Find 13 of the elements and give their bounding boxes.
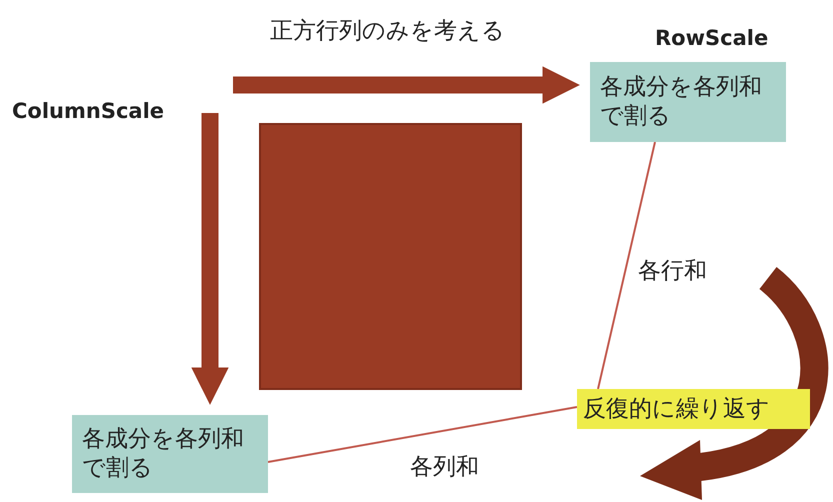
step-box: [577, 389, 810, 429]
step-box: [590, 62, 786, 142]
step-box: [72, 415, 268, 493]
thick-arrow: [233, 66, 580, 104]
connector-line: [597, 142, 656, 390]
step-text: 各成分を各列和で割る: [600, 73, 763, 131]
connector-line: [268, 406, 578, 463]
step-text: 各成分を各列和で割る: [82, 425, 245, 483]
scale-label: RowScale: [655, 26, 768, 50]
thick-arrow: [191, 113, 229, 405]
scale-label: ColumnScale: [12, 99, 164, 123]
step-text: 反復的に繰り返す: [583, 394, 771, 424]
matrix-square: [259, 123, 522, 390]
